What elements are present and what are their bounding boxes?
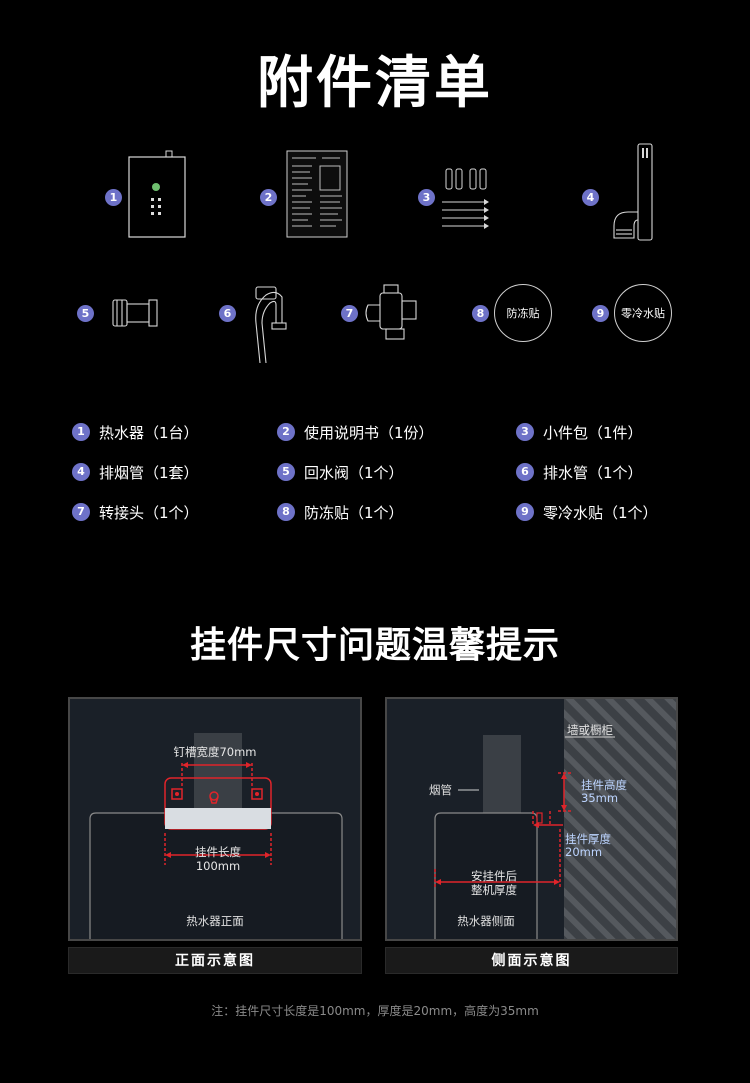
list-text: 转接头（1个） (99, 503, 199, 522)
list-item-2: 2 使用说明书（1份） (277, 421, 434, 443)
list-text: 使用说明书（1份） (304, 423, 434, 442)
heater-front-label: 热水器正面 (186, 914, 244, 928)
total-depth-label: 安挂件后 整机厚度 (449, 869, 539, 897)
water-heater-icon (128, 150, 186, 238)
hanger-thickness-line1: 挂件厚度 (565, 832, 611, 846)
hanger-length-line1: 挂件长度 (195, 845, 241, 859)
list-item-5: 5 回水阀（1个） (277, 461, 404, 483)
list-text: 热水器（1台） (99, 423, 199, 442)
return-valve-icon (112, 299, 158, 327)
list-badge: 1 (72, 423, 90, 441)
list-item-1: 1 热水器（1台） (72, 421, 199, 443)
list-item-6: 6 排水管（1个） (516, 461, 643, 483)
hanger-thickness-line2: 20mm (565, 845, 603, 859)
front-caption: 正面示意图 (68, 947, 362, 974)
hanger-height-line1: 挂件高度 (581, 778, 627, 792)
list-text: 排水管（1个） (543, 463, 643, 482)
list-text: 回水阀（1个） (304, 463, 404, 482)
side-caption: 侧面示意图 (385, 947, 678, 974)
badge-6: 6 (219, 305, 236, 322)
accessories-title: 附件清单 (257, 51, 493, 116)
list-badge: 3 (516, 423, 534, 441)
list-badge: 9 (516, 503, 534, 521)
badge-7: 7 (341, 305, 358, 322)
list-item-9: 9 零冷水贴（1个） (516, 501, 658, 523)
footnote: 注：挂件尺寸长度是100mm，厚度是20mm，高度为35mm (211, 1004, 539, 1018)
hanger-thickness-label: 挂件厚度 20mm (565, 833, 611, 859)
side-diagram-drawing (434, 699, 676, 939)
list-badge: 8 (277, 503, 295, 521)
list-item-7: 7 转接头（1个） (72, 501, 199, 523)
small-parts-icon (442, 168, 489, 229)
list-item-4: 4 排烟管（1套） (72, 461, 199, 483)
list-text: 排烟管（1套） (99, 463, 199, 482)
hanger-height-label: 挂件高度 35mm (581, 779, 627, 805)
front-diagram-drawing (89, 733, 343, 939)
list-badge: 6 (516, 463, 534, 481)
badge-1: 1 (105, 189, 122, 206)
flue-label: 烟管 (429, 783, 452, 797)
hanger-length-label: 挂件长度 100mm (168, 845, 268, 873)
adapter-icon (365, 284, 417, 340)
antifreeze-sticker-icon: 防冻贴 (494, 284, 552, 342)
front-diagram: 钉槽宽度70mm 挂件长度 100mm 热水器正面 (68, 697, 362, 941)
hanger-length-line2: 100mm (195, 859, 241, 873)
list-text: 零冷水贴（1个） (543, 503, 658, 522)
total-depth-line2: 整机厚度 (471, 883, 517, 897)
hanger-height-line2: 35mm (581, 791, 619, 805)
list-badge: 4 (72, 463, 90, 481)
list-badge: 5 (277, 463, 295, 481)
badge-8: 8 (472, 305, 489, 322)
zero-cold-water-sticker-icon: 零冷水贴 (614, 284, 672, 342)
list-badge: 7 (72, 503, 90, 521)
slot-width-label: 钉槽宽度70mm (173, 745, 257, 759)
drain-pipe-icon (255, 286, 287, 364)
total-depth-line1: 安挂件后 (471, 869, 517, 883)
side-diagram: 墙或橱柜 烟管 挂件高度 35mm 挂件厚度 20mm 安挂件后 整机厚度 热水… (385, 697, 678, 941)
list-item-3: 3 小件包（1件） (516, 421, 643, 443)
badge-5: 5 (77, 305, 94, 322)
list-badge: 2 (277, 423, 295, 441)
hanger-tips-title: 挂件尺寸问题温馨提示 (189, 625, 560, 666)
badge-9: 9 (592, 305, 609, 322)
list-text: 小件包（1件） (543, 423, 643, 442)
list-text: 防冻贴（1个） (304, 503, 404, 522)
manual-icon (286, 150, 348, 238)
heater-side-label: 热水器侧面 (457, 914, 515, 928)
list-item-8: 8 防冻贴（1个） (277, 501, 404, 523)
badge-2: 2 (260, 189, 277, 206)
wall-label: 墙或橱柜 (567, 723, 613, 737)
badge-4: 4 (582, 189, 599, 206)
flue-pipe-icon (613, 143, 653, 241)
badge-3: 3 (418, 189, 435, 206)
